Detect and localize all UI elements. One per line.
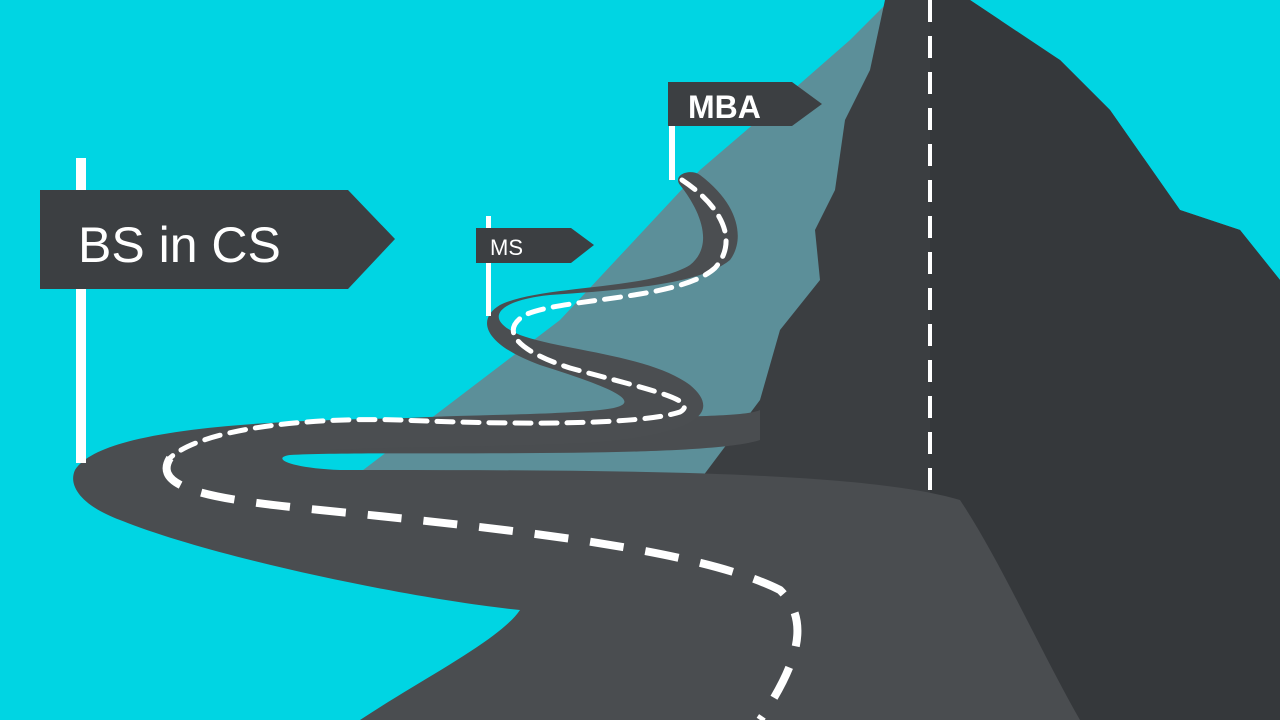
front-mountain-shade <box>930 0 1280 720</box>
sign-ms: MS <box>476 216 594 316</box>
road-upper-centerline <box>167 177 729 461</box>
sign-bs-label: BS in CS <box>78 217 281 273</box>
sign-ms-board <box>476 228 594 263</box>
sign-mba-label: MBA <box>688 89 761 125</box>
sign-ms-label: MS <box>490 235 523 260</box>
sign-bs-post <box>76 158 86 463</box>
sign-mba: MBA <box>668 82 822 180</box>
sign-bs-in-cs: BS in CS <box>40 158 395 463</box>
sign-ms-post <box>486 216 491 316</box>
sign-mba-board <box>668 82 822 126</box>
sign-bs-board <box>40 190 395 289</box>
road-lower <box>73 410 1081 720</box>
road-lower-centerline <box>162 455 802 720</box>
sign-mba-post <box>669 118 675 180</box>
